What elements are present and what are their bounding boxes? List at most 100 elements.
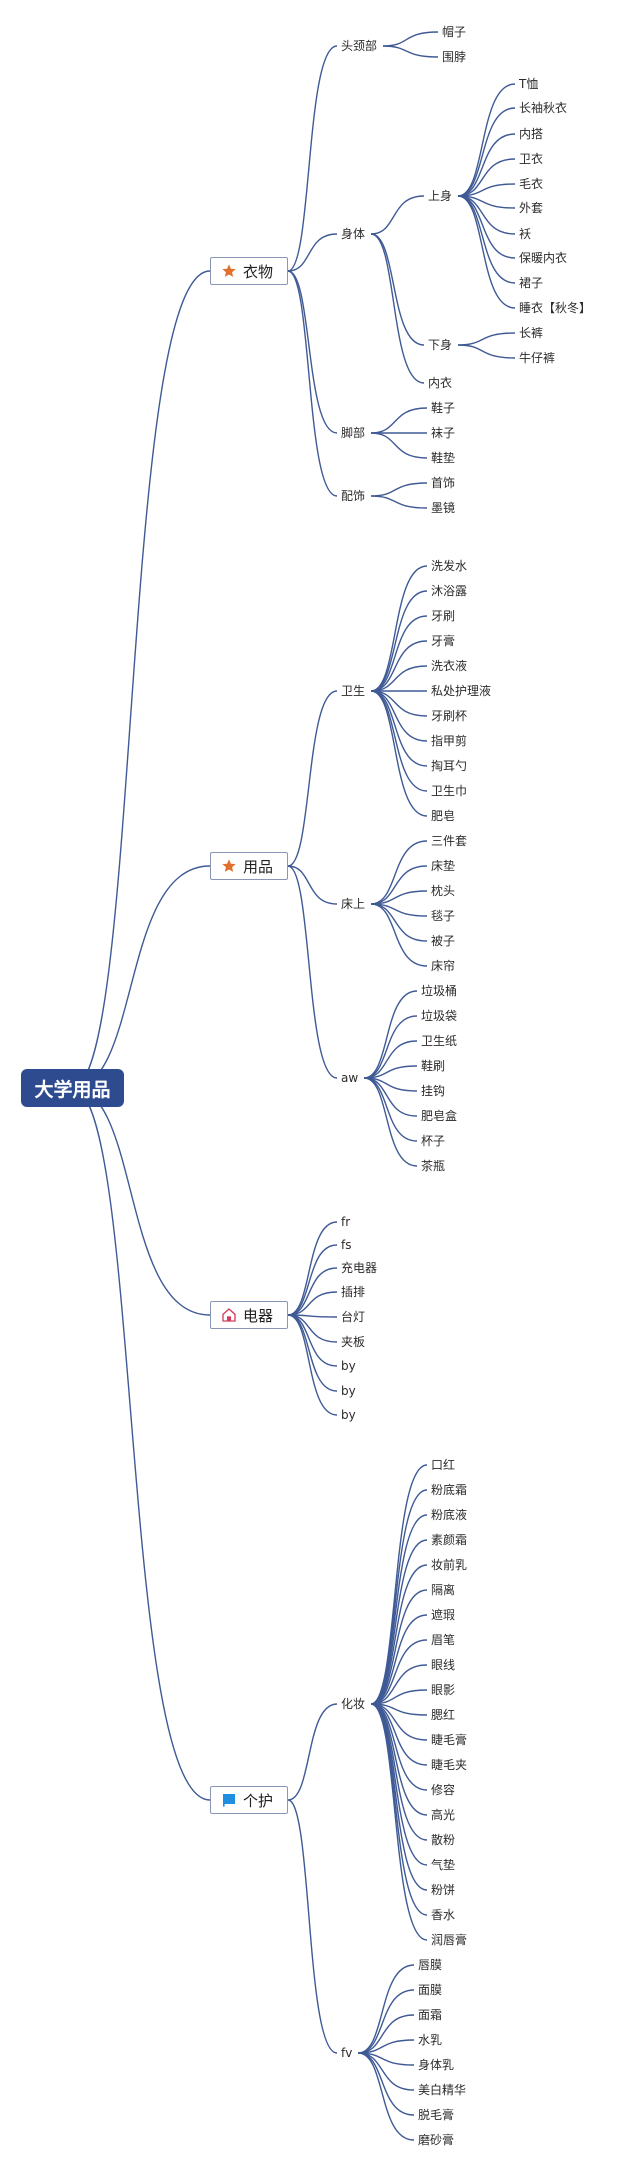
personal-care-item[interactable]: 面霜 [418,2008,443,2022]
clothing-item[interactable]: 围脖 [442,50,467,64]
clothing-item[interactable]: 毛衣 [519,177,544,191]
clothing-item[interactable]: T恤 [519,77,539,91]
supplies-group[interactable]: 卫生 [341,684,366,698]
clothing-subgroup[interactable]: 内衣 [428,376,453,390]
electronics-item[interactable]: fs [341,1238,352,1252]
supplies-item[interactable]: 被子 [431,934,456,948]
supplies-item[interactable]: 垃圾袋 [421,1009,458,1023]
clothing-item[interactable]: 牛仔裤 [519,351,556,365]
personal-care-item[interactable]: 高光 [431,1808,456,1822]
personal-care-item[interactable]: 口红 [431,1458,456,1472]
supplies-item[interactable]: 床垫 [431,859,456,873]
electronics-item[interactable]: 夹板 [341,1335,366,1349]
supplies-item[interactable]: 私处护理液 [431,684,492,698]
supplies-item[interactable]: 挂钩 [421,1084,446,1098]
supplies-item[interactable]: 卫生纸 [421,1034,458,1048]
clothing-item[interactable]: 睡衣【秋冬】 [519,301,592,315]
category-supplies[interactable]: 用品 [210,852,288,880]
electronics-item[interactable]: 台灯 [341,1310,366,1324]
clothing-item[interactable]: 长袖秋衣 [519,101,568,115]
supplies-group[interactable]: 床上 [341,897,366,911]
supplies-item[interactable]: 洗发水 [431,559,468,573]
supplies-item[interactable]: 指甲剪 [431,734,468,748]
personal-care-item[interactable]: 润唇膏 [431,1933,468,1947]
supplies-item[interactable]: 三件套 [431,834,468,848]
clothing-item[interactable]: 卫衣 [519,152,544,166]
clothing-item[interactable]: 鞋子 [431,401,456,415]
category-clothing[interactable]: 衣物 [210,257,288,285]
supplies-item[interactable]: 牙刷杯 [431,709,468,723]
electronics-item[interactable]: 插排 [341,1285,366,1299]
supplies-item[interactable]: 卫生巾 [431,784,468,798]
supplies-group[interactable]: aw [341,1071,359,1085]
supplies-item[interactable]: 牙膏 [431,634,456,648]
clothing-subgroup[interactable]: 下身 [428,338,453,352]
connector-clothing-leaf [458,344,516,359]
connector-root-supplies [71,865,211,1089]
supplies-item[interactable]: 枕头 [431,884,456,898]
personal-care-item[interactable]: 磨砂膏 [418,2133,455,2147]
supplies-item[interactable]: 掏耳勺 [431,759,468,773]
electronics-item[interactable]: 充电器 [341,1261,378,1275]
supplies-item[interactable]: 毯子 [431,909,456,923]
personal-care-item[interactable]: 粉饼 [431,1883,456,1897]
clothing-item[interactable]: 保暖内衣 [519,251,568,265]
personal-care-item[interactable]: 隔离 [431,1583,456,1597]
personal-care-item[interactable]: 遮瑕 [431,1608,456,1622]
supplies-item[interactable]: 沐浴露 [431,584,468,598]
personal-care-item[interactable]: 眉笔 [431,1633,456,1647]
supplies-item[interactable]: 垃圾桶 [421,984,458,998]
supplies-item[interactable]: 床帘 [431,959,456,973]
personal-care-item[interactable]: 水乳 [418,2033,443,2047]
supplies-item[interactable]: 鞋刷 [421,1059,446,1073]
clothing-item[interactable]: 袜子 [431,426,456,440]
clothing-item[interactable]: 外套 [519,201,544,215]
category-personal-care[interactable]: 个护 [210,1786,288,1814]
personal-care-item[interactable]: 睫毛膏 [431,1733,468,1747]
clothing-item[interactable]: 内搭 [519,127,544,141]
clothing-item[interactable]: 鞋垫 [431,451,456,465]
personal-care-item[interactable]: 粉底液 [431,1508,468,1522]
personal-care-item[interactable]: 气垫 [431,1858,456,1872]
clothing-item[interactable]: 首饰 [431,476,456,490]
electronics-item[interactable]: by [341,1408,356,1422]
electronics-item[interactable]: fr [341,1215,351,1229]
supplies-item[interactable]: 牙刷 [431,609,456,623]
personal-care-item[interactable]: 修容 [431,1783,456,1797]
supplies-item[interactable]: 肥皂 [431,809,456,823]
clothing-item[interactable]: 墨镜 [431,501,456,515]
category-electronics[interactable]: 电器 [210,1301,288,1329]
clothing-item[interactable]: 长裤 [519,326,544,340]
clothing-group[interactable]: 身体 [341,227,366,241]
clothing-item[interactable]: 帽子 [442,25,467,39]
personal-care-item[interactable]: 脱毛膏 [418,2108,455,2122]
personal-care-group[interactable]: fv [341,2046,353,2060]
personal-care-item[interactable]: 睫毛夹 [431,1758,468,1772]
personal-care-item[interactable]: 素颜霜 [431,1533,468,1547]
personal-care-item[interactable]: 身体乳 [418,2058,455,2072]
personal-care-item[interactable]: 唇膜 [418,1958,443,1972]
personal-care-item[interactable]: 美白精华 [418,2083,467,2097]
clothing-group[interactable]: 脚部 [341,426,366,440]
personal-care-item[interactable]: 香水 [431,1908,456,1922]
personal-care-item[interactable]: 粉底霜 [431,1483,468,1497]
personal-care-item[interactable]: 面膜 [418,1983,443,1997]
supplies-item[interactable]: 茶瓶 [421,1159,446,1173]
personal-care-item[interactable]: 眼线 [431,1658,456,1672]
clothing-item[interactable]: 裙子 [519,276,544,290]
supplies-item[interactable]: 杯子 [421,1134,446,1148]
clothing-group[interactable]: 头颈部 [341,39,378,53]
clothing-group[interactable]: 配饰 [341,489,366,503]
electronics-item[interactable]: by [341,1359,356,1373]
supplies-item[interactable]: 洗衣液 [431,659,468,673]
electronics-item[interactable]: by [341,1384,356,1398]
personal-care-item[interactable]: 眼影 [431,1683,456,1697]
clothing-subgroup[interactable]: 上身 [428,189,453,203]
clothing-item[interactable]: 袄 [519,227,532,241]
personal-care-item[interactable]: 腮红 [431,1708,456,1722]
personal-care-item[interactable]: 散粉 [431,1833,456,1847]
personal-care-item[interactable]: 妆前乳 [431,1558,468,1572]
supplies-item[interactable]: 肥皂盒 [421,1109,458,1123]
personal-care-group[interactable]: 化妆 [341,1697,366,1711]
root-node[interactable]: 大学用品 [21,1069,124,1107]
